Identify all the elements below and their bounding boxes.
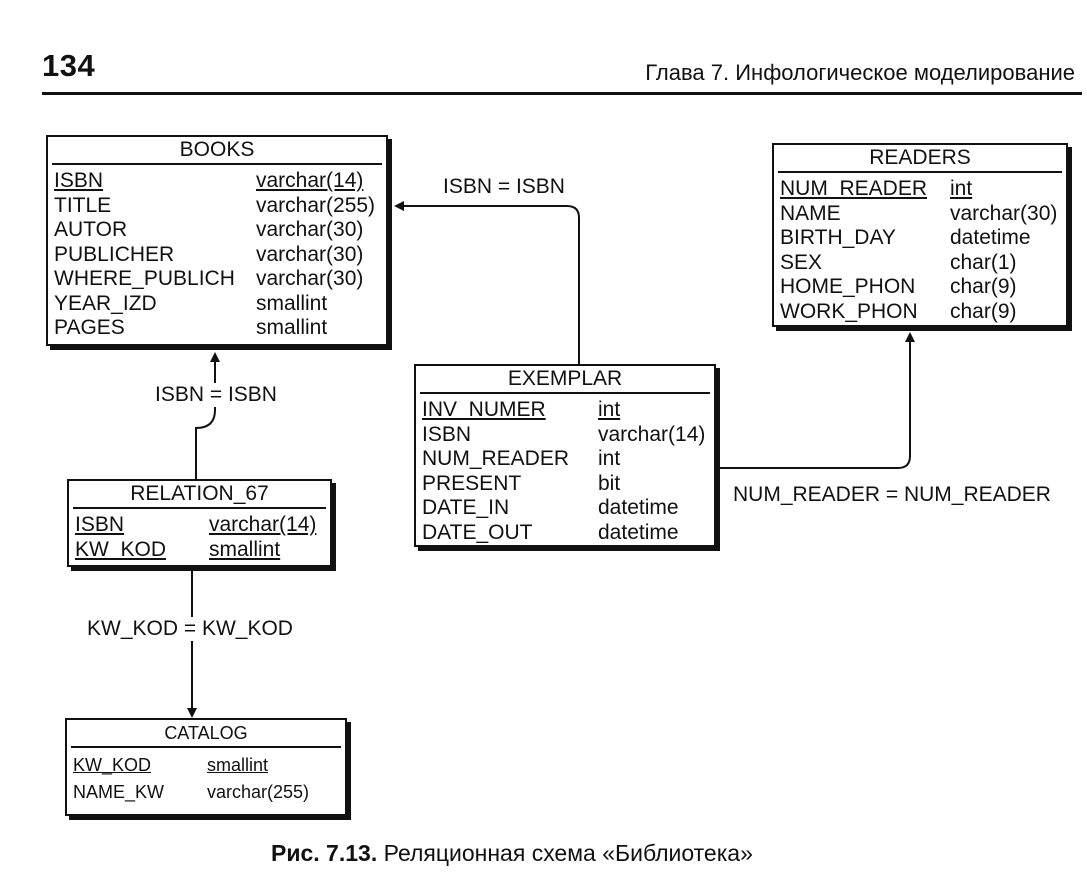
attribute-name: KW_KOD	[73, 755, 152, 775]
relationship-label-exemplar-books: ISBN = ISBN	[442, 175, 566, 199]
attribute-type: smallint	[209, 537, 281, 561]
attribute-name: DATE_IN	[422, 496, 510, 519]
attribute-name: ISBN	[54, 169, 104, 192]
relationship-label-relation-books: ISBN = ISBN	[154, 383, 278, 407]
chapter-title: Глава 7. Инфологическое моделирование	[645, 60, 1075, 85]
attribute-type: int	[598, 398, 621, 421]
entity-title: EXEMPLAR	[420, 366, 710, 394]
attribute-name: PRESENT	[422, 471, 522, 495]
attribute-row: BIRTH_DAY datetime	[774, 226, 1066, 251]
attribute-row: HOME_PHON char(9)	[774, 275, 1066, 300]
attribute-list: NUM_READER int NAME varchar(30) BIRTH_DAY d…	[774, 173, 1066, 324]
attribute-type: varchar(30)	[256, 242, 364, 266]
attribute-type: char(9)	[950, 275, 1017, 298]
attribute-type: datetime	[598, 520, 679, 544]
attribute-name: INV_NUMER	[422, 398, 546, 421]
attribute-name: PUBLICHER	[54, 242, 175, 266]
page-number: 134	[42, 48, 96, 83]
attribute-type: varchar(14)	[256, 169, 364, 192]
attribute-name: PAGES	[54, 316, 125, 339]
attribute-name: KW_KOD	[75, 537, 167, 561]
attribute-type: char(9)	[950, 299, 1017, 323]
relationship-label-exemplar-readers: NUM_READER = NUM_READER	[732, 483, 1052, 507]
entity-books[interactable]: BOOKS ISBN varchar(14) TITLE varchar(255) …	[46, 135, 388, 346]
attribute-type: varchar(30)	[950, 201, 1058, 225]
attribute-row: ISBN varchar(14)	[416, 423, 714, 448]
entity-title: READERS	[778, 145, 1062, 173]
attribute-type: varchar(255)	[256, 193, 376, 217]
attribute-row: INV_NUMER int	[416, 398, 714, 423]
attribute-row: KW_KOD smallint	[69, 538, 330, 563]
attribute-row: NUM_READER int	[774, 177, 1066, 202]
attribute-name: YEAR_IZD	[54, 291, 157, 315]
attribute-row: PRESENT bit	[416, 472, 714, 497]
attribute-type: varchar(14)	[598, 422, 706, 446]
attribute-type: varchar(14)	[209, 513, 317, 536]
attribute-type: smallint	[207, 755, 269, 775]
attribute-name: NUM_READER	[422, 447, 570, 470]
attribute-row: ISBN varchar(14)	[69, 513, 330, 538]
attribute-type: bit	[598, 471, 621, 495]
relation-books-connector	[195, 352, 220, 481]
figure-caption-text: Реляционная схема «Библиотека»	[383, 840, 753, 866]
attribute-type: smallint	[256, 291, 328, 315]
attribute-row: PUBLICHER varchar(30)	[48, 243, 386, 268]
attribute-row: AUTOR varchar(30)	[48, 218, 386, 243]
figure-number: Рис. 7.13.	[271, 840, 378, 866]
attribute-type: datetime	[950, 226, 1031, 249]
attribute-row: KW_KOD smallint	[67, 752, 345, 779]
attribute-row: DATE_IN datetime	[416, 496, 714, 521]
entity-title: BOOKS	[52, 137, 382, 165]
attribute-type: smallint	[256, 316, 328, 339]
attribute-list: KW_KOD smallint NAME_KW varchar(255)	[67, 748, 345, 806]
attribute-name: ISBN	[422, 422, 472, 446]
attribute-row: TITLE varchar(255)	[48, 194, 386, 219]
attribute-name: DATE_OUT	[422, 520, 533, 544]
figure-caption: Рис. 7.13. Реляционная схема «Библиотека…	[271, 840, 753, 867]
attribute-row: WORK_PHON char(9)	[774, 300, 1066, 325]
attribute-row: NAME varchar(30)	[774, 202, 1066, 227]
attribute-name: ISBN	[75, 513, 125, 536]
attribute-name: WORK_PHON	[780, 299, 918, 323]
attribute-type: int	[598, 447, 621, 470]
attribute-name: BIRTH_DAY	[780, 226, 896, 249]
attribute-name: HOME_PHON	[780, 275, 916, 298]
entity-catalog[interactable]: CATALOG KW_KOD smallint NAME_KW varchar(25…	[65, 718, 347, 816]
attribute-row: NUM_READER int	[416, 447, 714, 472]
attribute-row: NAME_KW varchar(255)	[67, 779, 345, 806]
attribute-list: ISBN varchar(14) TITLE varchar(255) AUTOR v…	[48, 165, 386, 341]
exemplar-books-connector	[394, 201, 580, 366]
attribute-type: char(1)	[950, 250, 1017, 274]
attribute-name: AUTOR	[54, 218, 128, 241]
exemplar-readers-connector	[720, 332, 915, 469]
attribute-type: datetime	[598, 496, 679, 519]
entity-title: RELATION_67	[73, 481, 326, 509]
attribute-row: DATE_OUT datetime	[416, 521, 714, 546]
attribute-type: varchar(255)	[207, 782, 310, 802]
attribute-name: NAME	[780, 201, 841, 225]
attribute-row: WHERE_PUBLICH varchar(30)	[48, 267, 386, 292]
attribute-row: SEX char(1)	[774, 251, 1066, 276]
attribute-row: ISBN varchar(14)	[48, 169, 386, 194]
attribute-name: WHERE_PUBLICH	[54, 267, 235, 290]
attribute-row: PAGES smallint	[48, 316, 386, 341]
attribute-type: varchar(30)	[256, 267, 364, 290]
attribute-type: varchar(30)	[256, 218, 364, 241]
attribute-name: SEX	[780, 250, 823, 274]
attribute-name: TITLE	[54, 193, 112, 217]
entity-title: CATALOG	[71, 720, 341, 748]
attribute-name: NAME_KW	[73, 782, 165, 802]
attribute-name: NUM_READER	[780, 177, 928, 200]
attribute-list: ISBN varchar(14) KW_KOD smallint	[69, 509, 330, 562]
relationship-label-relation-catalog: KW_KOD = KW_KOD	[86, 617, 294, 641]
entity-readers[interactable]: READERS NUM_READER int NAME varchar(30) BI…	[772, 143, 1068, 327]
attribute-type: int	[950, 177, 973, 200]
entity-relation-67[interactable]: RELATION_67 ISBN varchar(14) KW_KOD smalli…	[67, 479, 332, 567]
header-rule	[42, 92, 1082, 95]
attribute-row: YEAR_IZD smallint	[48, 292, 386, 317]
